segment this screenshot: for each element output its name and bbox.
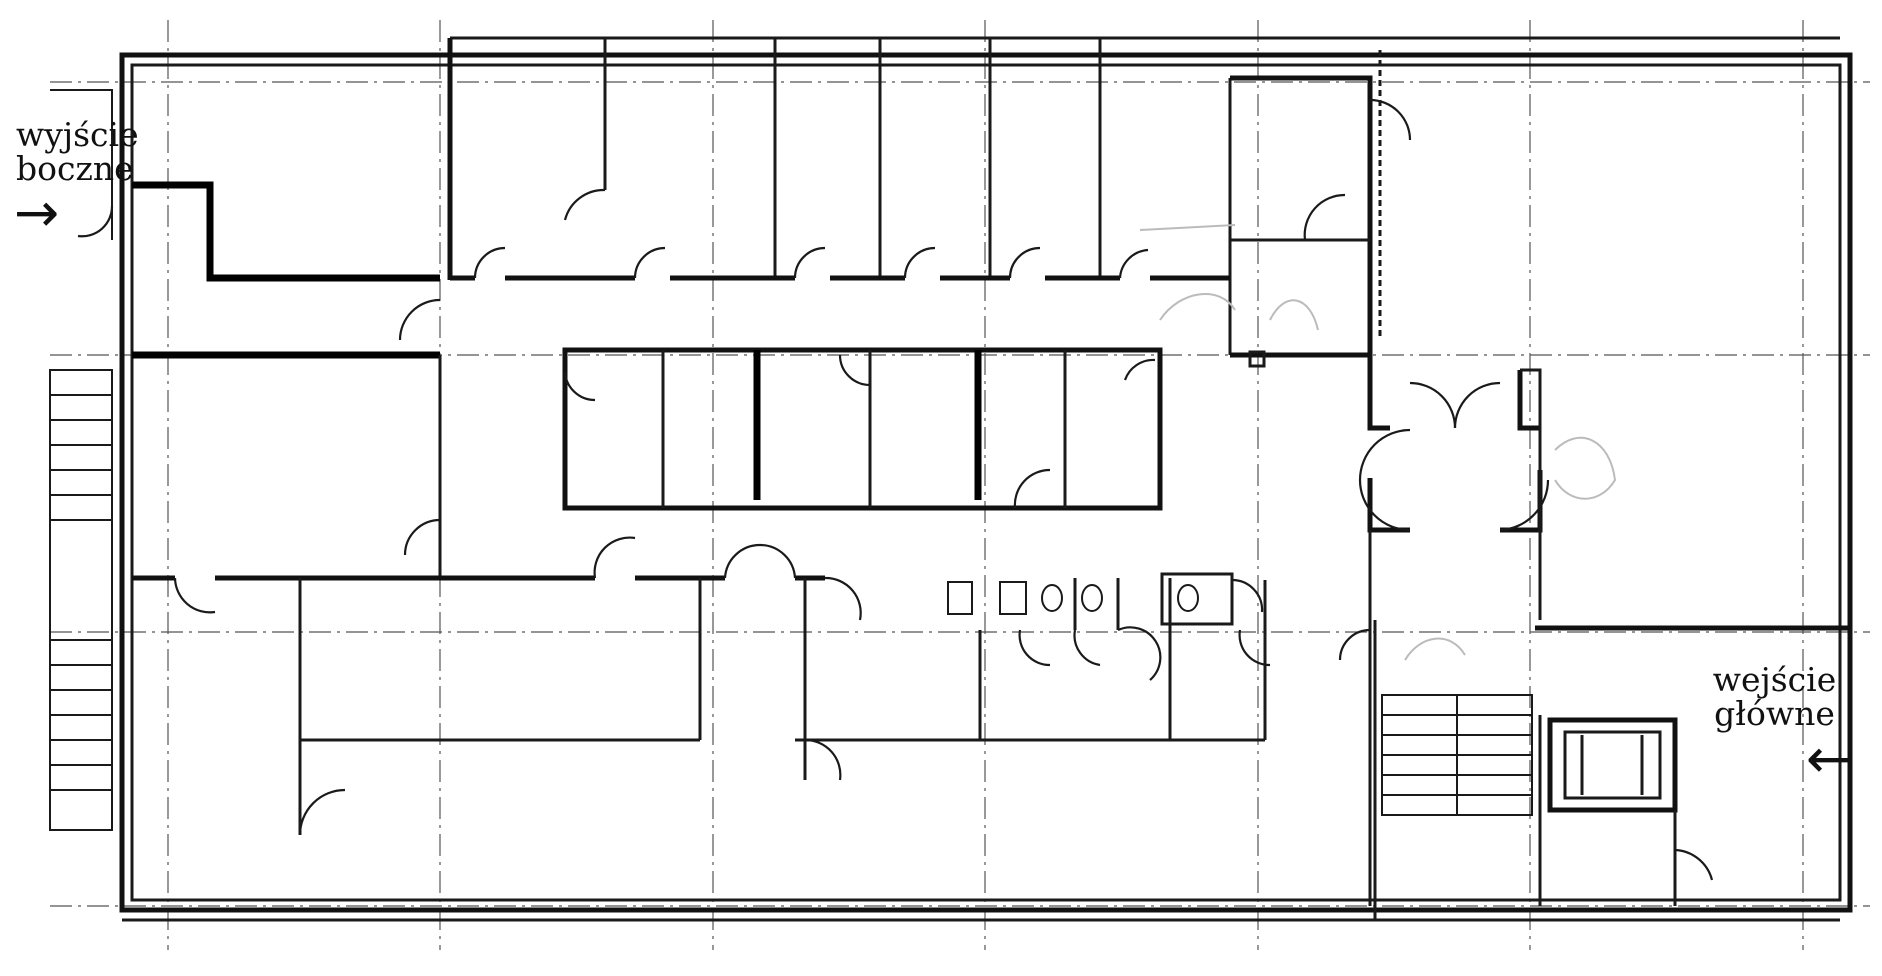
service-strip — [1230, 50, 1382, 368]
outer-walls — [119, 36, 1853, 922]
side-exit-label: wyjście boczne — [16, 115, 139, 188]
wc-block — [947, 572, 1234, 630]
left-rooms — [132, 355, 825, 581]
entrance-hall — [1367, 355, 1850, 906]
doors — [77, 98, 1714, 881]
central-block — [562, 347, 1163, 511]
pencil-marks — [1139, 224, 1617, 661]
arrow-left-icon: ← — [1806, 727, 1852, 790]
main-entrance-label: wejście główne — [1712, 660, 1837, 733]
arrow-right-icon: → — [14, 181, 60, 244]
top-offices — [132, 38, 1232, 359]
bottom-rooms — [298, 578, 1377, 920]
side-stair — [49, 89, 113, 831]
